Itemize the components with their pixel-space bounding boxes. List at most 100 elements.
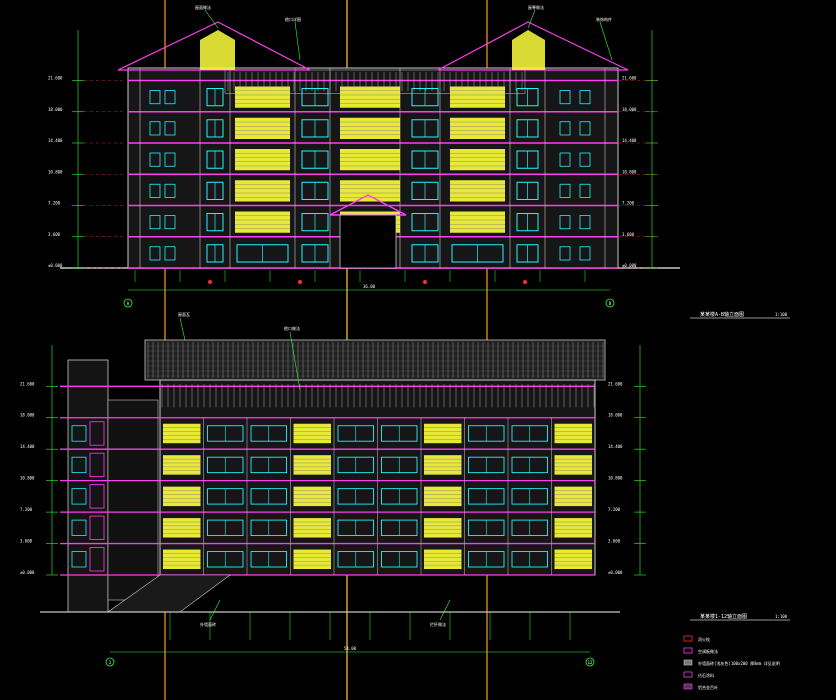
window (149, 246, 161, 261)
window (164, 183, 176, 198)
level-label: 7.200 (48, 201, 61, 206)
window (71, 488, 87, 505)
svg-text:A: A (127, 301, 130, 306)
elevation-title: 某某楼1-12轴立面图 (700, 613, 747, 620)
level-label: ±0.000 (48, 263, 63, 268)
level-label: 21.600 (20, 381, 35, 386)
level-label: 18.000 (20, 413, 35, 418)
louver-panel (340, 180, 400, 202)
window (559, 246, 571, 261)
legend-label: 铝合金百叶 (698, 684, 718, 690)
louver-panel (424, 423, 462, 444)
callout: 外墙面砖 (200, 621, 216, 627)
axis-bubble-left (123, 298, 133, 308)
level-label: 14.400 (20, 444, 35, 449)
level-label: 3.600 (622, 232, 635, 237)
louver-panel (450, 86, 505, 108)
svg-text:1: 1 (109, 660, 112, 665)
level-label: 3.600 (48, 232, 61, 237)
legend-label: 空调板做法 (698, 648, 718, 654)
hydrant-marker (208, 280, 212, 284)
level-label: 3.600 (608, 539, 621, 544)
level-label: 14.400 (608, 444, 623, 449)
window (579, 152, 591, 167)
legend: 消火栓 空调板做法 外墙面砖(浅灰色)100x200 厚8mm 详见说明 仿石涂… (683, 635, 780, 690)
level-label: 21.600 (608, 381, 623, 386)
louver-panel (554, 549, 592, 569)
callout: 檐口详图 (285, 16, 301, 22)
callout: 屋面做法 (195, 4, 211, 10)
window (559, 121, 571, 136)
level-label: 10.800 (20, 476, 35, 481)
level-label: 14.400 (48, 138, 63, 143)
main-entrance (339, 214, 397, 269)
callout: 装饰构件 (596, 16, 612, 22)
level-label: 18.000 (608, 413, 623, 418)
scale-label: 1:100 (775, 312, 788, 317)
elevation-title: 某某楼A-B轴立面图 (700, 311, 744, 318)
louver-panel (293, 486, 331, 507)
elevation-bottom: ±0.0003.6007.20010.80014.40018.00021.600… (20, 311, 790, 667)
louver-panel (554, 518, 592, 538)
level-label: 10.800 (48, 169, 63, 174)
louver-panel (450, 211, 505, 233)
window (71, 519, 87, 536)
svg-text:12: 12 (588, 660, 593, 665)
window (164, 121, 176, 136)
louver-panel (163, 518, 201, 538)
louver-panel (293, 423, 331, 444)
louver-panel (340, 86, 400, 108)
louver-panel (554, 455, 592, 475)
louver-panel (424, 455, 462, 475)
window (149, 152, 161, 167)
level-label: 21.600 (622, 76, 637, 81)
hydrant-marker (298, 280, 302, 284)
window (71, 456, 87, 474)
louver-panel (235, 86, 290, 108)
louver-panel (235, 149, 290, 171)
window (71, 551, 87, 568)
total-dimension: 36.00 (363, 284, 376, 289)
window (559, 183, 571, 198)
legend-swatch (683, 683, 693, 690)
level-label: 7.200 (608, 507, 621, 512)
louver-panel (293, 455, 331, 475)
louver-panel (424, 486, 462, 507)
level-label: 3.600 (20, 539, 33, 544)
window (559, 90, 571, 105)
window (149, 183, 161, 198)
level-label: ±0.000 (622, 263, 637, 268)
window (71, 425, 87, 442)
callout: 屋脊做法 (528, 4, 544, 10)
window (164, 152, 176, 167)
louver-panel (235, 211, 290, 233)
louver-panel (163, 486, 201, 507)
legend-swatch (683, 659, 693, 666)
scale-label: 1:100 (775, 614, 788, 619)
louver-panel (450, 149, 505, 171)
legend-label: 仿石涂料 (698, 672, 714, 678)
level-label: 14.400 (622, 138, 637, 143)
window (579, 90, 591, 105)
window (579, 246, 591, 261)
legend-swatch (683, 671, 693, 678)
window (164, 246, 176, 261)
window (559, 152, 571, 167)
louver-panel (163, 549, 201, 569)
level-label: 10.800 (608, 476, 623, 481)
level-label: 7.200 (20, 507, 33, 512)
louver-panel (293, 518, 331, 538)
svg-text:B: B (609, 301, 612, 306)
stair-tower (67, 359, 109, 613)
level-label: 18.000 (622, 107, 637, 112)
louver-panel (424, 518, 462, 538)
louver-panel (554, 486, 592, 507)
callout: 屋面瓦 (178, 311, 190, 317)
legend-label: 消火栓 (698, 636, 710, 642)
tiled-roof (144, 339, 606, 381)
axis-bubble-right (585, 657, 595, 667)
callout: 檐口做法 (284, 325, 300, 331)
level-label: 7.200 (622, 201, 635, 206)
total-dimension: 54.00 (344, 646, 357, 651)
